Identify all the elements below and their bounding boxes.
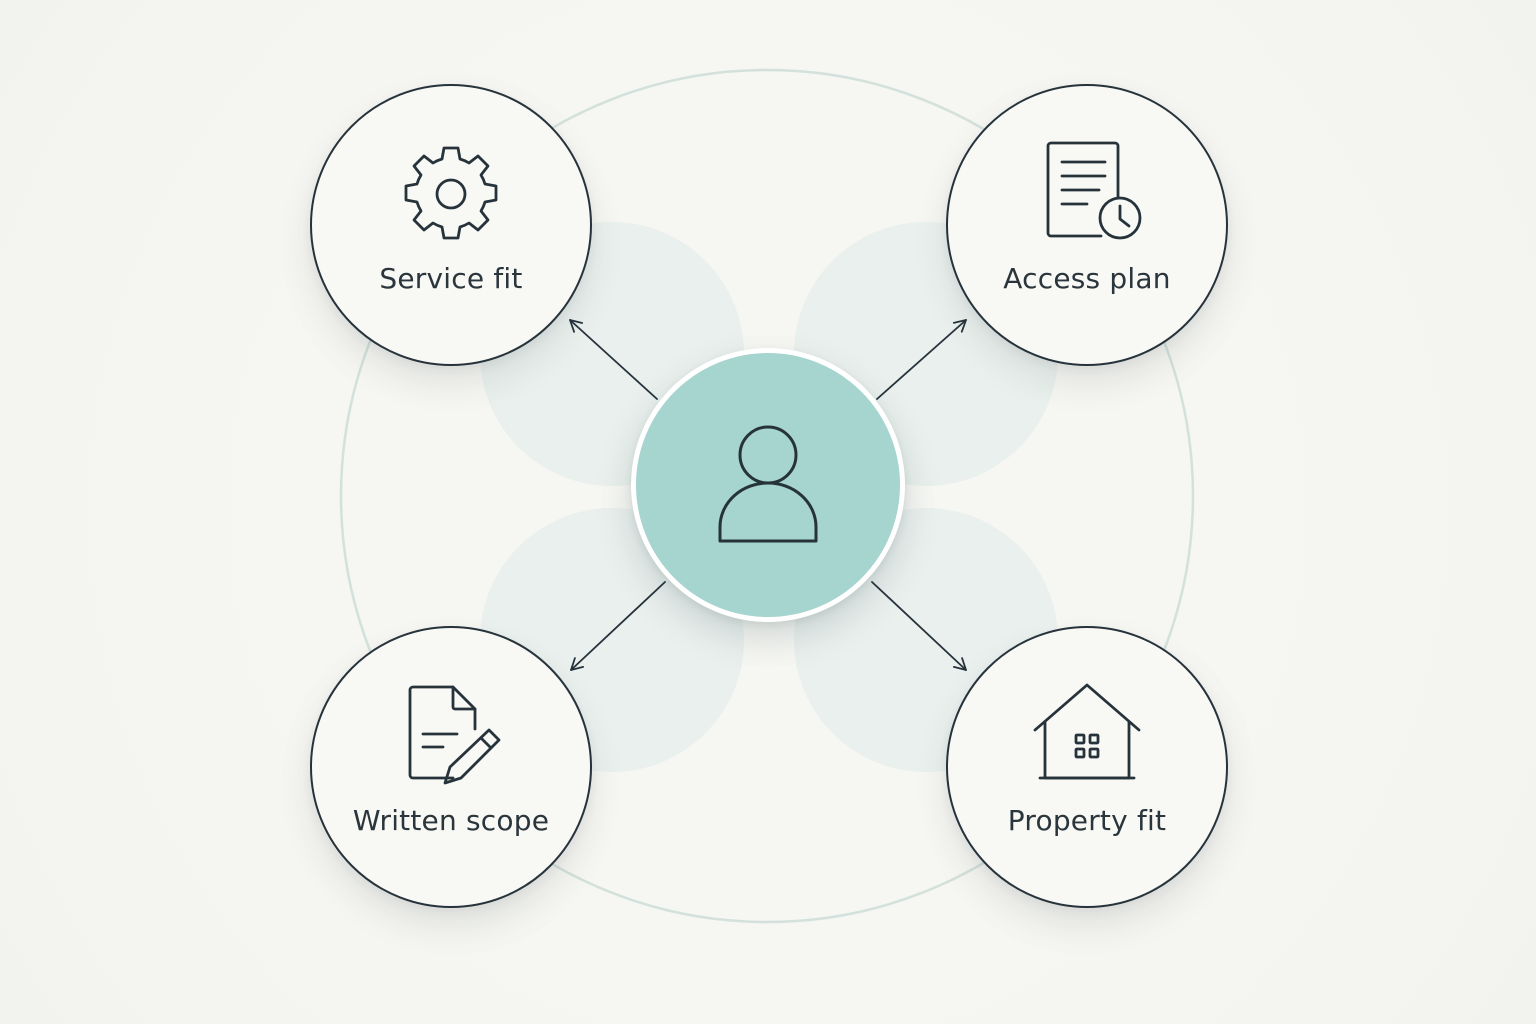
node-property-fit: Property fit [946, 626, 1228, 908]
center-node [631, 348, 905, 622]
arrow-to-access-plan [876, 319, 967, 400]
node-label: Property fit [1007, 804, 1167, 837]
connector-arrows [569, 319, 967, 671]
arrow-to-service-fit [569, 319, 658, 400]
house-icon [1031, 680, 1143, 792]
arrow-to-property-fit [871, 581, 967, 671]
node-written-scope: Written scope [310, 626, 592, 908]
document-clock-icon [1031, 138, 1143, 250]
node-label: Access plan [1003, 262, 1171, 295]
node-label: Service fit [379, 262, 523, 295]
node-access-plan: Access plan [946, 84, 1228, 366]
node-service-fit: Service fit [310, 84, 592, 366]
document-pencil-icon [395, 680, 507, 792]
node-label: Written scope [352, 804, 550, 837]
arrow-to-written-scope [570, 581, 666, 671]
outer-ring [339, 68, 1195, 924]
gear-icon [395, 138, 507, 250]
person-icon [712, 423, 824, 547]
